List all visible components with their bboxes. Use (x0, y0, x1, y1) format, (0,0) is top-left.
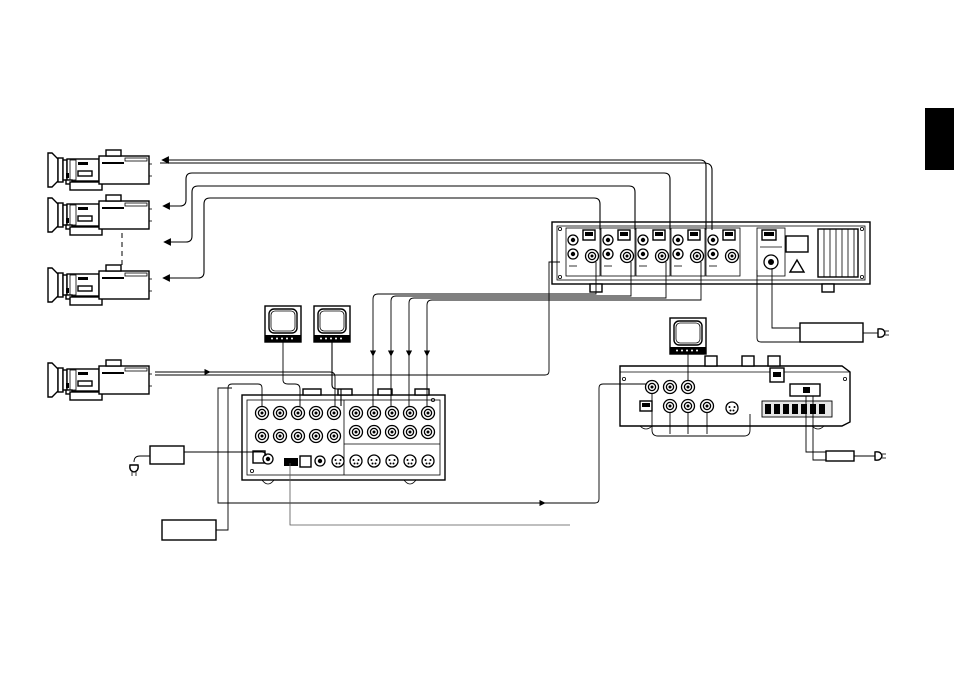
switcher-unit (242, 389, 445, 484)
power-plug-icon (878, 329, 889, 337)
camera-icon (48, 195, 152, 235)
ac-adaptor-icon (150, 446, 184, 464)
power-plug-icon (130, 465, 138, 476)
ac-adaptor-icon (800, 323, 863, 342)
box-icon (162, 520, 216, 540)
section-tab (925, 108, 954, 170)
monitor-icon (265, 306, 301, 342)
power-plug-icon (875, 452, 886, 460)
camera-power-unit (552, 222, 870, 292)
camera-icon (48, 265, 152, 305)
camera-icon (48, 150, 152, 190)
controller-unit (620, 356, 850, 429)
camera-icon (48, 360, 152, 400)
ac-adaptor-icon (826, 451, 854, 461)
monitor-icon (314, 306, 350, 342)
monitor-icon (670, 318, 706, 354)
